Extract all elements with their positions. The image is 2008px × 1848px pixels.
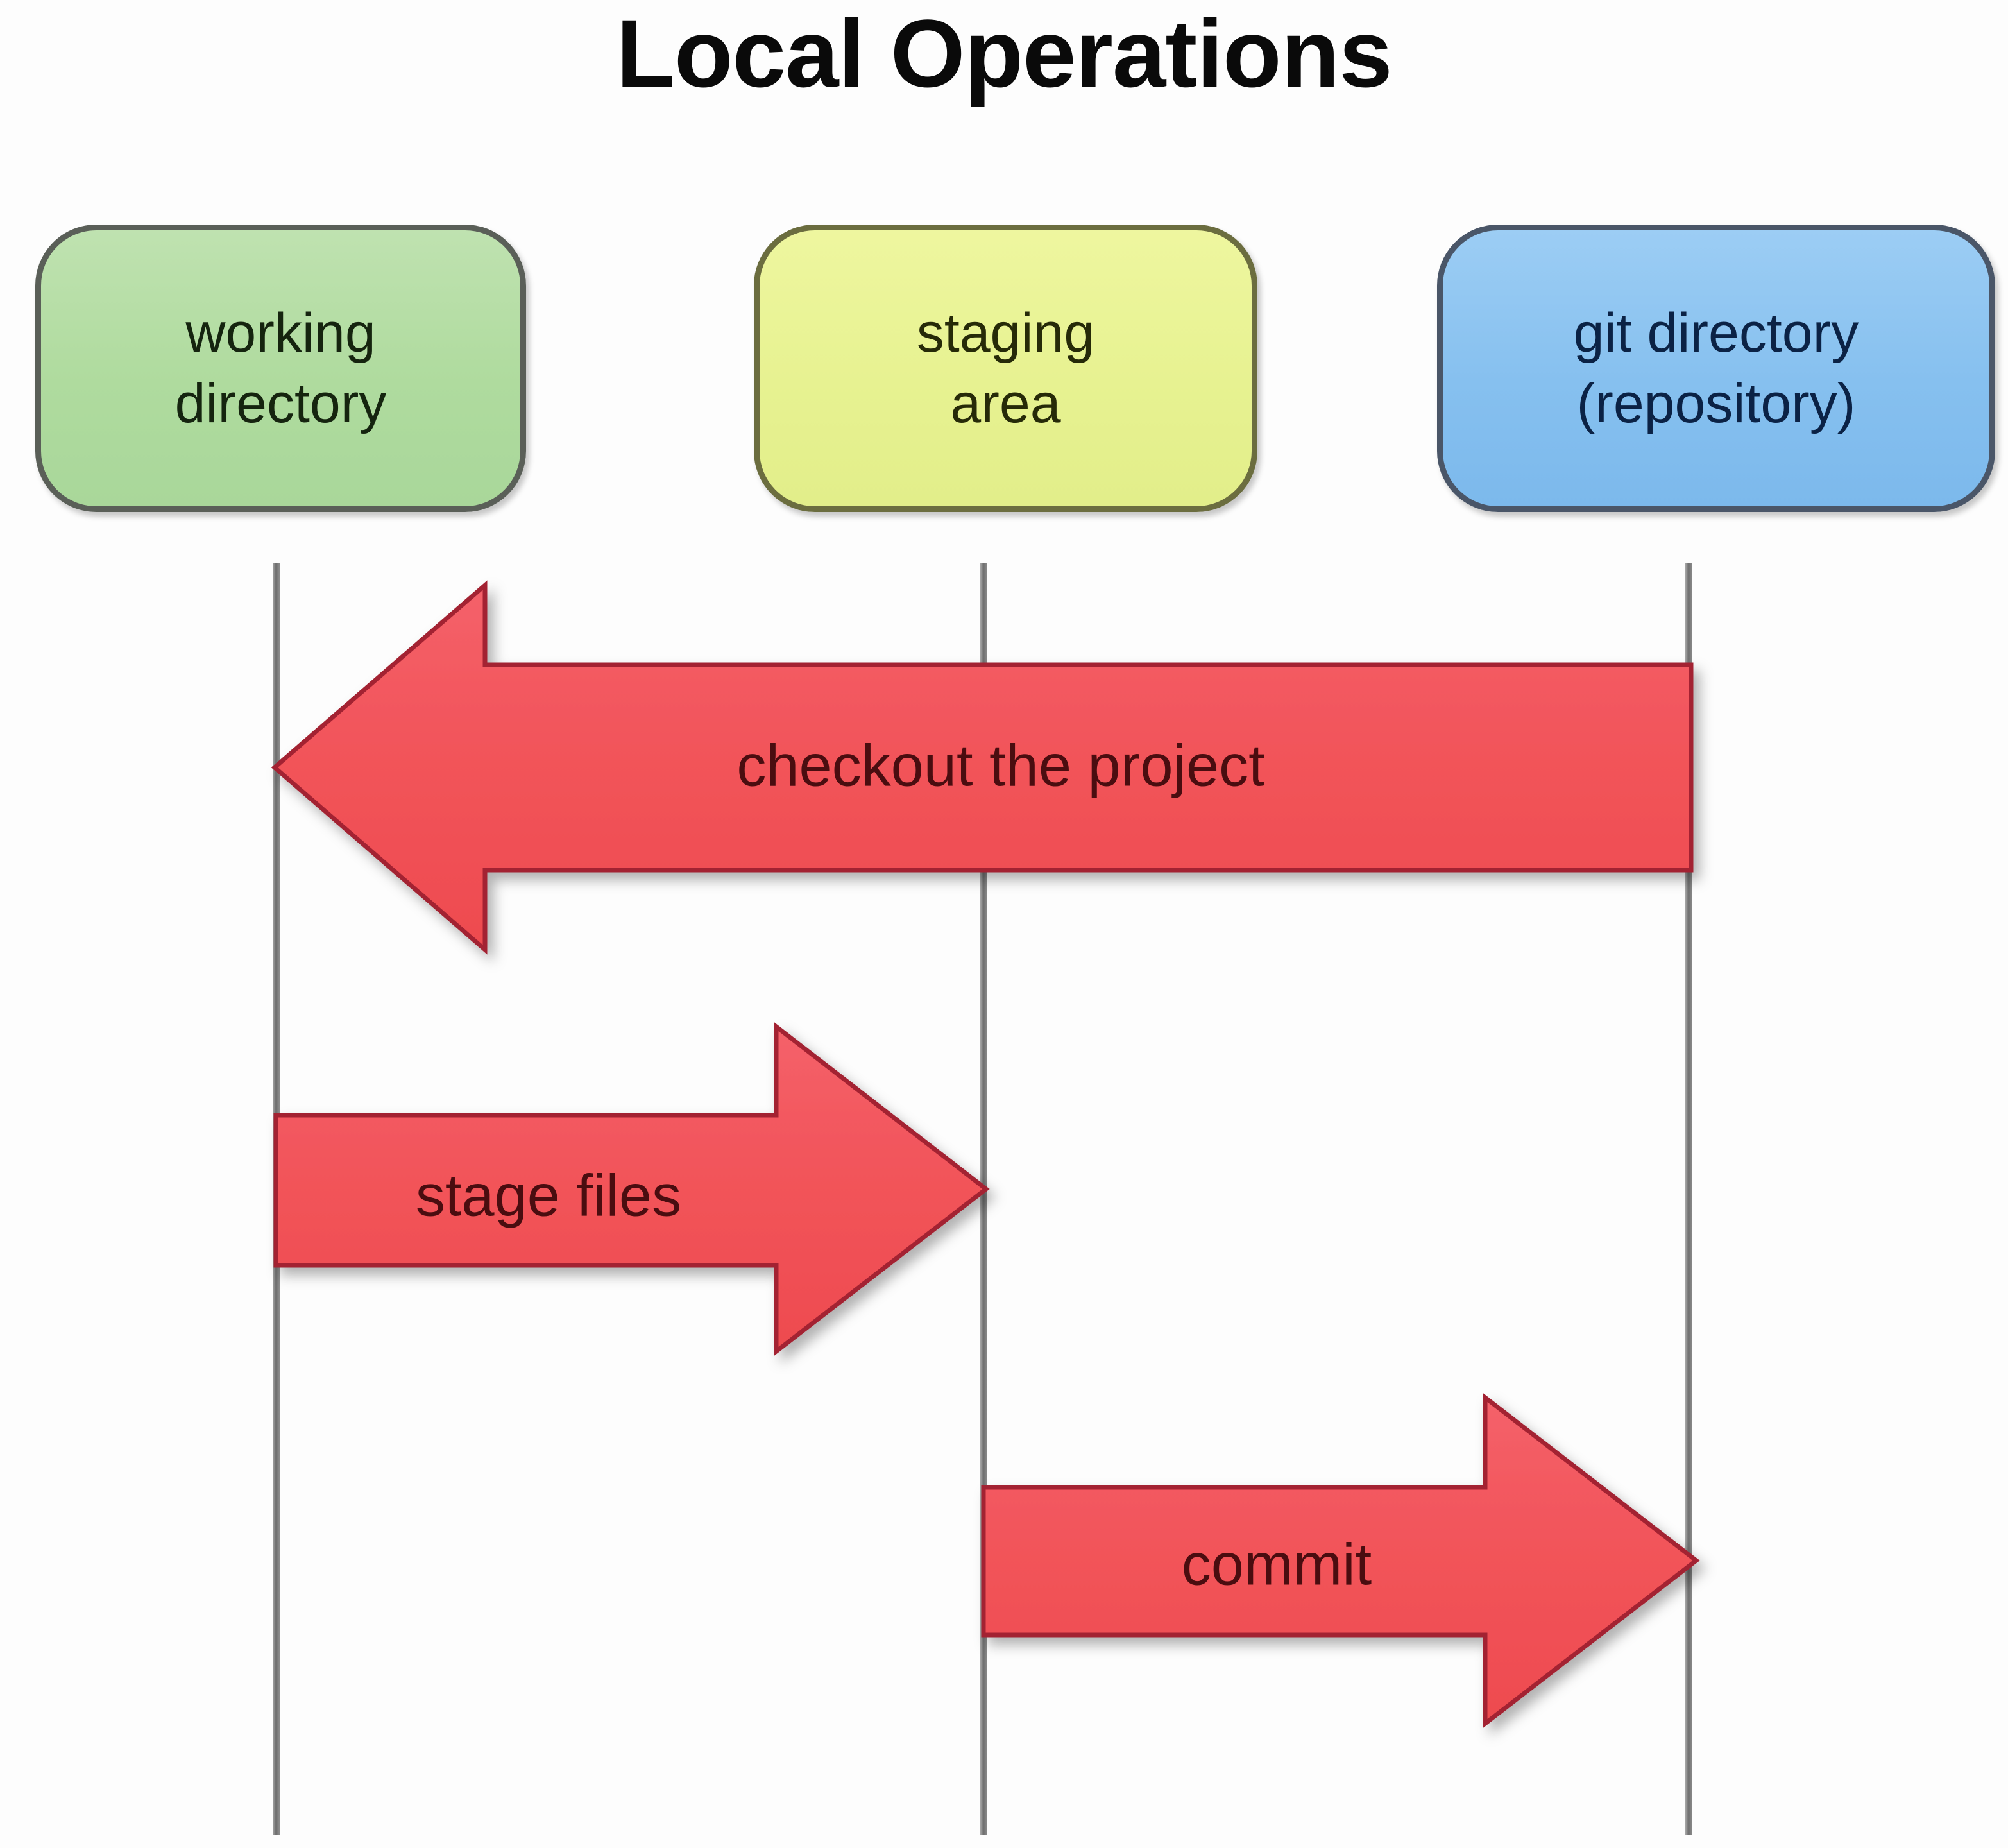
stage-label-line1: git directory bbox=[1573, 302, 1859, 364]
stage-box-git-directory[interactable]: git directory (repository) bbox=[1437, 225, 1995, 512]
lifeline-git-directory bbox=[1685, 563, 1692, 1835]
page-title: Local Operations bbox=[616, 0, 1392, 107]
arrow-commit-shape bbox=[981, 1392, 1700, 1729]
arrow-checkout-shape bbox=[271, 580, 1694, 955]
arrow-commit[interactable]: commit bbox=[981, 1392, 1700, 1729]
arrow-stage-files[interactable]: stage files bbox=[273, 1022, 990, 1356]
stage-label-line2: (repository) bbox=[1576, 373, 1856, 434]
arrow-checkout-label: checkout the project bbox=[736, 733, 1264, 798]
arrow-stage-files-shape bbox=[273, 1022, 990, 1356]
stage-label-git-directory: git directory (repository) bbox=[1574, 298, 1859, 439]
stage-label-line2: area bbox=[950, 373, 1061, 434]
stage-box-working-directory[interactable]: working directory bbox=[35, 225, 526, 512]
arrow-checkout[interactable]: checkout the project bbox=[271, 580, 1694, 955]
arrow-stage-files-label: stage files bbox=[416, 1163, 681, 1228]
stage-label-working-directory: working directory bbox=[175, 298, 387, 439]
stage-label-line1: staging bbox=[916, 302, 1095, 364]
lifeline-staging-area bbox=[980, 563, 987, 1835]
stage-label-line1: working bbox=[185, 302, 376, 364]
stage-label-staging-area: staging area bbox=[917, 298, 1094, 439]
arrow-commit-label: commit bbox=[1182, 1532, 1372, 1597]
stage-box-staging-area[interactable]: staging area bbox=[754, 225, 1257, 512]
stage-label-line2: directory bbox=[174, 373, 387, 434]
